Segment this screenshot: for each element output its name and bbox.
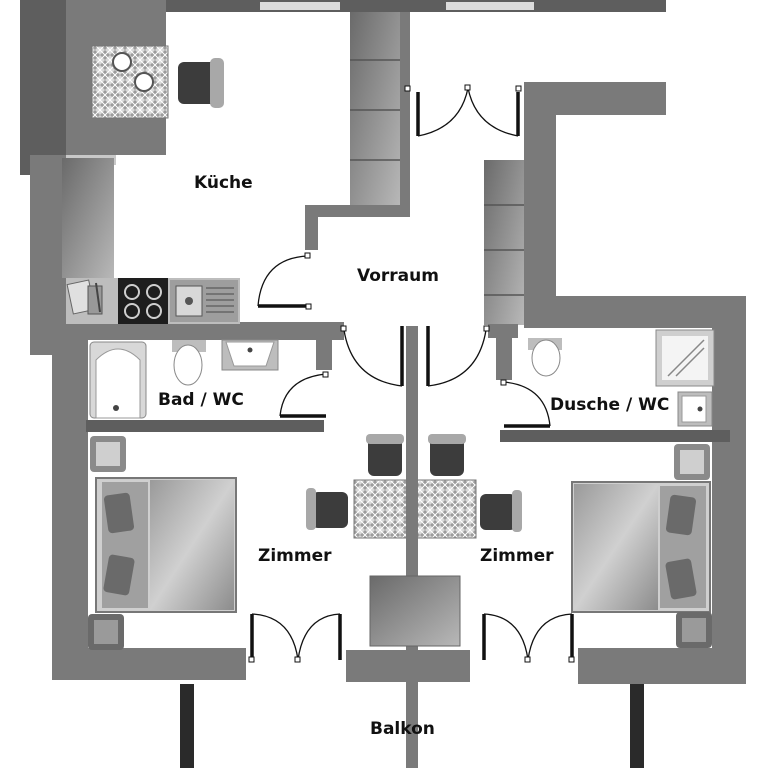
bed-icon [95,477,237,613]
bedroom-left-furniture [88,436,237,650]
chair-icon [428,434,466,476]
label-hall: Vorraum [357,266,439,286]
door-balcony-left [248,613,342,663]
sink-icon [170,280,238,322]
shower-icon [655,329,715,387]
bathroom-right-fixtures [528,329,715,427]
washbasin-icon [677,391,713,427]
door-entrance [404,84,522,137]
door-shower-right [500,379,551,428]
label-room-left: Zimmer [258,546,332,566]
chair-icon [178,58,224,108]
door-kitchen [257,252,312,310]
bathtub-icon [89,341,147,419]
washbasin-icon [221,339,279,371]
toilet-icon [172,340,206,386]
toilet-icon [528,338,562,377]
chair-icon [366,434,404,476]
door-bath-left [279,371,329,418]
chair-icon [480,490,522,532]
kitchen-furniture [66,45,240,324]
door-room-right [426,325,490,387]
door-balcony-right [482,613,575,663]
label-kitchen: Küche [194,173,253,193]
label-balcony: Balkon [370,719,435,739]
plate-icon [134,72,154,92]
center-table [306,434,522,647]
bathroom-left-fixtures [89,339,279,419]
chair-icon [306,488,348,530]
stove-icon [118,278,168,324]
nightstand-icon [674,444,710,480]
label-shower-right: Dusche / WC [550,395,669,415]
walls [20,0,746,768]
bedroom-right-furniture [571,444,712,648]
label-room-right: Zimmer [480,546,554,566]
doors [248,84,575,663]
nightstand-icon [90,436,126,472]
utensils-icon [66,279,103,315]
door-room-left [340,325,404,387]
nightstand-icon [88,614,124,650]
bed-icon [571,481,711,613]
plate-icon [112,52,132,72]
label-bath-left: Bad / WC [158,390,244,410]
nightstand-icon [676,612,712,648]
room-labels: Küche Vorraum Bad / WC Dusche / WC Zimme… [158,173,669,739]
